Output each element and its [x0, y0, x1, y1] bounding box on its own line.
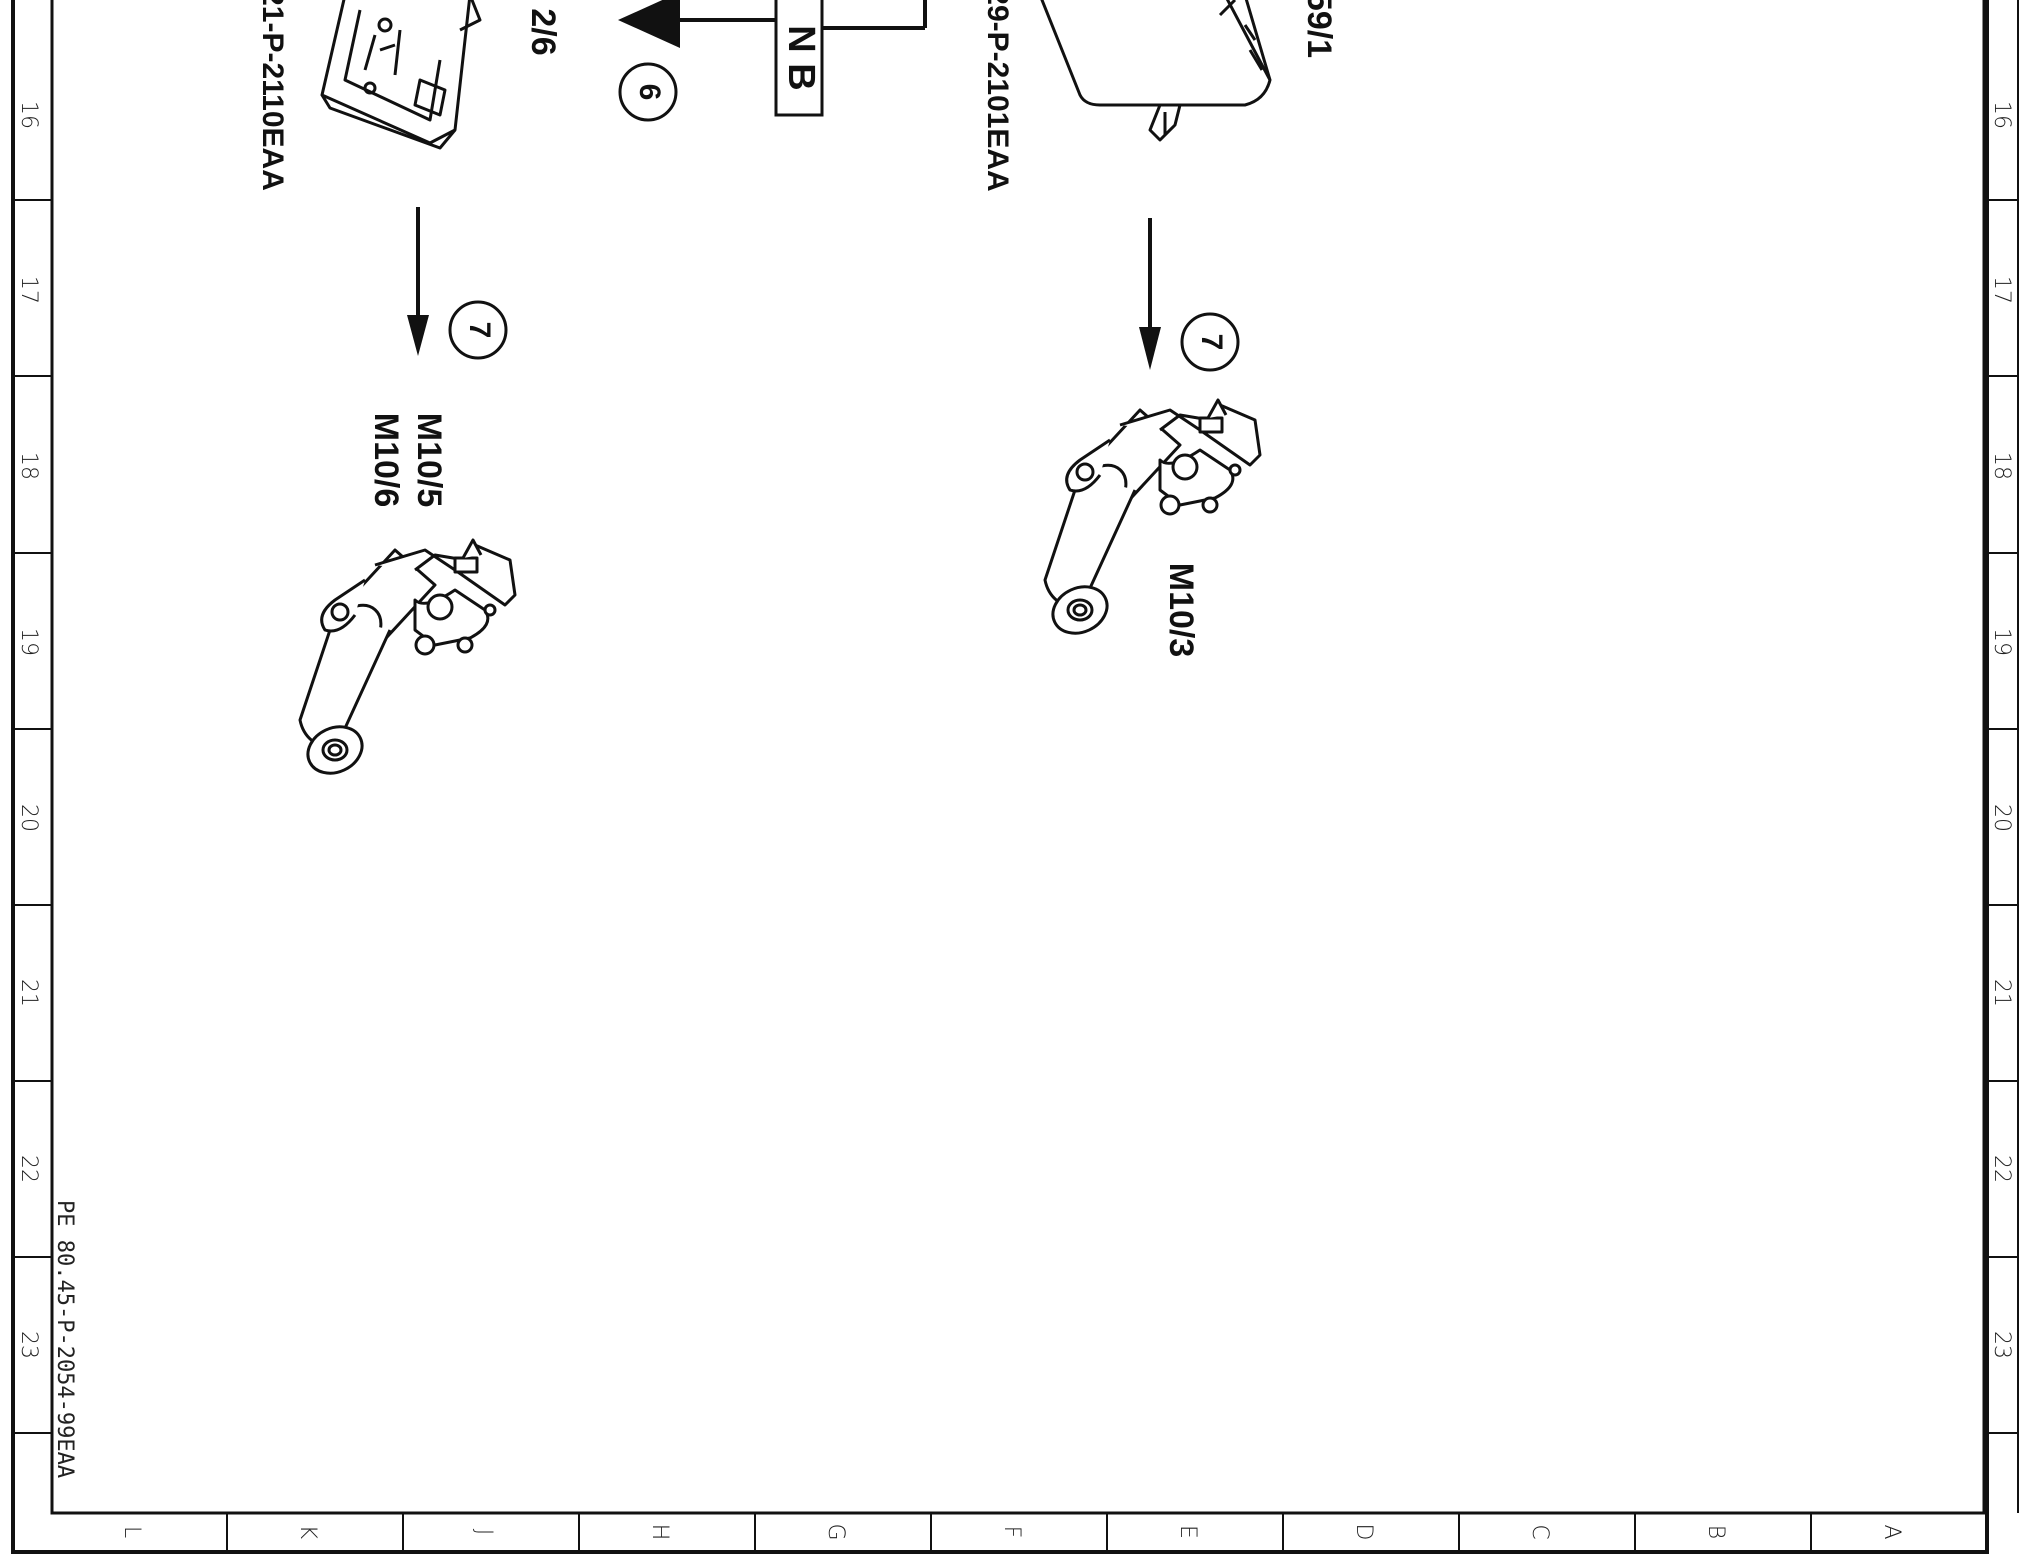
- row-number: 21: [16, 979, 41, 1007]
- motor-right-label: M10/3: [1162, 563, 1200, 658]
- step-7-left-arrow: [407, 207, 429, 356]
- motor-left-label-b: M10/6: [367, 413, 405, 508]
- column-letter: D: [1351, 1524, 1376, 1541]
- step-7-right-arrow: [1139, 218, 1161, 370]
- row-number: 22: [16, 1155, 41, 1183]
- row-number: 19: [16, 628, 41, 656]
- left-control-module-illustration: [320, 0, 482, 150]
- column-letters: L K J H G F E D C B A: [119, 1523, 1904, 1540]
- column-letter: G: [823, 1523, 848, 1540]
- row-number: 19: [1989, 628, 2014, 656]
- step-7-right-number: 7: [1195, 334, 1228, 351]
- row-number: 18: [1989, 452, 2014, 480]
- row-number: 23: [1989, 1331, 2014, 1359]
- step-6-arrow: [618, 0, 780, 48]
- row-number: 17: [1989, 276, 2014, 304]
- motor-left-label-a: M10/5: [410, 413, 448, 508]
- outer-frame: [11, 0, 1989, 1554]
- column-letter: A: [1879, 1524, 1904, 1539]
- column-letter: J: [471, 1529, 496, 1536]
- row-number: 17: [16, 276, 41, 304]
- step-7-right-callout: 7: [1180, 312, 1240, 372]
- step-7-left-callout: 7: [448, 300, 508, 360]
- center-reference-label: 29-P-2101EAA: [981, 0, 1014, 192]
- left-motor-illustration: [298, 538, 517, 775]
- right-motor-illustration: [1043, 398, 1262, 635]
- row-number: 18: [16, 452, 41, 480]
- row-ticks: [13, 199, 2018, 1434]
- left-component-code: 2/6: [524, 8, 562, 55]
- step-7-left-number: 7: [463, 322, 496, 339]
- column-letter: B: [1703, 1525, 1728, 1539]
- column-letter: K: [295, 1525, 320, 1540]
- column-letter: H: [647, 1524, 672, 1541]
- row-numbers-right: 16 17 18 19 20 21 22 23: [1989, 101, 2014, 1359]
- step-6-callout: 6: [618, 62, 678, 122]
- left-reference-label: 21-P-2110EAA: [256, 0, 289, 191]
- row-number: 22: [1989, 1155, 2014, 1183]
- row-number: 16: [16, 101, 41, 129]
- row-number: 20: [16, 804, 41, 832]
- row-number: 23: [16, 1331, 41, 1359]
- n-b-tag-text: N B: [780, 25, 822, 90]
- step-6-number: 6: [633, 84, 666, 101]
- center-relay-module-illustration: [1040, 0, 1272, 142]
- n-b-tag: N B: [774, 0, 927, 117]
- column-letter: L: [119, 1526, 144, 1538]
- column-letter: E: [1175, 1525, 1200, 1539]
- column-letter: C: [1527, 1524, 1552, 1539]
- row-number: 21: [1989, 979, 2014, 1007]
- row-number: 20: [1989, 804, 2014, 832]
- document-number: PE 80.45-P-2054-99EAA: [52, 1200, 77, 1478]
- column-ticks: [226, 1513, 1812, 1552]
- row-numbers-left: 16 17 18 19 20 21 22 23: [16, 101, 41, 1359]
- row-number: 16: [1989, 101, 2014, 129]
- center-component-code: 59/1: [1300, 0, 1338, 58]
- column-letter: F: [999, 1526, 1024, 1539]
